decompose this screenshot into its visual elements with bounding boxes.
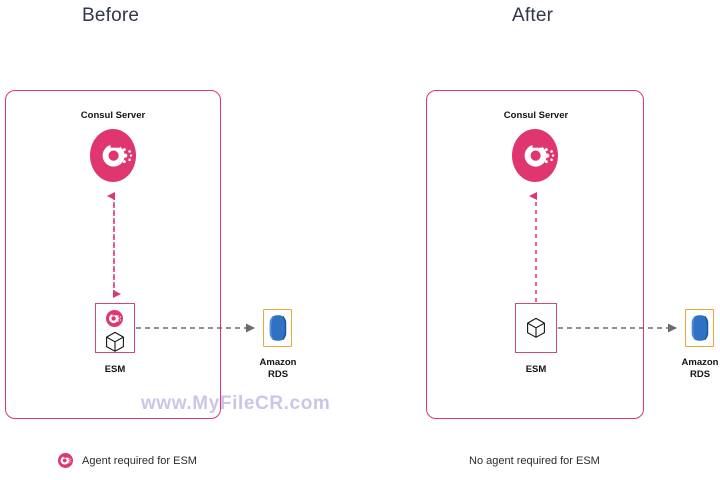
legend-consul-icon-before	[58, 453, 73, 468]
panel-title-after: After	[512, 5, 554, 26]
consul-logo-icon	[90, 129, 136, 182]
consul-server-label-after: Consul Server	[503, 110, 569, 121]
consul-server-label-before: Consul Server	[80, 110, 146, 121]
amazon-rds-label-line1: Amazon	[681, 357, 719, 368]
amazon-rds-label-line2: RDS	[689, 369, 711, 380]
consul-logo-icon	[512, 129, 558, 182]
cube-icon	[526, 317, 546, 339]
amazon-rds-box-before	[263, 309, 292, 347]
cube-icon	[105, 331, 125, 353]
amazon-rds-database-icon	[690, 314, 709, 342]
amazon-rds-box-after	[685, 309, 714, 347]
panel-title-before: Before	[82, 5, 140, 26]
legend-label-after: No agent required for ESM	[469, 455, 600, 467]
legend-label-before: Agent required for ESM	[82, 455, 197, 467]
watermark: www.MyFileCR.com	[141, 393, 331, 414]
amazon-rds-database-icon	[268, 314, 287, 342]
amazon-rds-label-after: Amazon RDS	[672, 357, 720, 381]
amazon-rds-label-line2: RDS	[267, 369, 289, 380]
consul-agent-icon	[106, 310, 123, 327]
esm-label-after: ESM	[525, 364, 547, 375]
amazon-rds-label-before: Amazon RDS	[250, 357, 306, 381]
amazon-rds-label-line1: Amazon	[259, 357, 297, 368]
esm-label-before: ESM	[104, 364, 126, 375]
